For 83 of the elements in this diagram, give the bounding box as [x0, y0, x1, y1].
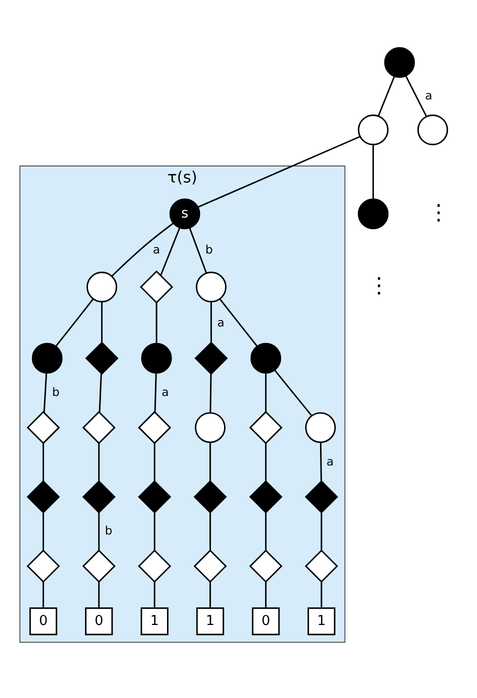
- node-circle: [194, 412, 226, 443]
- connector: [265, 582, 267, 608]
- connector: [111, 222, 174, 277]
- connector: [101, 302, 103, 342]
- node-diamond: [82, 480, 116, 514]
- node-circle: [384, 47, 415, 78]
- connector: [209, 582, 211, 608]
- label: ⋮: [428, 200, 450, 226]
- connector: [320, 512, 322, 550]
- connector: [209, 442, 211, 482]
- connector: [42, 512, 44, 550]
- connector: [154, 512, 156, 550]
- edge-label: b: [104, 524, 112, 538]
- node-box: 0: [252, 607, 280, 636]
- connector: [98, 443, 100, 481]
- connector: [56, 298, 94, 346]
- edge-label: b: [52, 384, 60, 399]
- node-circle: [358, 198, 389, 230]
- node-box: 1: [308, 607, 336, 636]
- node-diamond: [26, 480, 60, 514]
- node-box: 0: [85, 607, 113, 636]
- connector: [210, 374, 212, 413]
- node-circle: [86, 272, 118, 302]
- connector: [265, 512, 267, 550]
- node-diamond: [249, 550, 282, 583]
- connector: [160, 228, 180, 276]
- node-diamond: [304, 480, 338, 514]
- connector: [198, 136, 360, 208]
- connector: [265, 373, 267, 412]
- edge-label: a: [326, 454, 334, 468]
- connector: [156, 302, 158, 344]
- node-diamond: [249, 410, 282, 444]
- connector: [98, 512, 100, 550]
- edge-label: a: [425, 88, 432, 102]
- node-diamond: [140, 270, 174, 304]
- connector: [405, 75, 427, 117]
- node-diamond: [194, 550, 227, 583]
- edge-label: b: [205, 242, 213, 256]
- node-circle: [32, 342, 63, 374]
- node-diamond: [85, 342, 119, 375]
- node-diamond: [249, 480, 282, 514]
- connector: [154, 582, 156, 608]
- connector: [274, 370, 312, 416]
- connector: [372, 144, 374, 200]
- node-circle: [141, 342, 172, 374]
- connector: [219, 298, 258, 346]
- node-diamond: [138, 410, 172, 444]
- connector: [42, 582, 44, 608]
- edge-label: a: [152, 242, 160, 256]
- node-box: 1: [196, 607, 224, 636]
- connector: [320, 582, 322, 608]
- connector: [188, 228, 208, 274]
- node-circle: [417, 114, 448, 146]
- node-diamond: [194, 480, 227, 514]
- node-diamond: [82, 550, 116, 583]
- node-circle: s: [169, 198, 200, 230]
- connector: [320, 442, 322, 482]
- connector: [42, 443, 44, 481]
- connector: [378, 76, 396, 116]
- node-circle: [358, 114, 389, 146]
- edge-label: a: [217, 316, 224, 330]
- connector: [98, 374, 102, 412]
- node-box: 0: [29, 607, 58, 636]
- node-circle: [196, 272, 227, 302]
- node-diamond: [82, 410, 116, 444]
- node-diamond: [26, 550, 60, 583]
- node-circle: [305, 412, 336, 443]
- node-box: 1: [140, 607, 168, 636]
- label: ⋮: [368, 273, 390, 298]
- connector: [154, 373, 157, 412]
- node-diamond: [26, 410, 60, 444]
- connector: [210, 302, 212, 342]
- node-diamond: [304, 550, 338, 583]
- connector: [154, 443, 156, 481]
- connector: [43, 373, 48, 413]
- connector: [98, 582, 100, 608]
- connector: [265, 443, 267, 481]
- connector: [209, 512, 211, 550]
- node-diamond: [194, 342, 228, 375]
- node-circle: [250, 342, 282, 374]
- edge-label: a: [162, 384, 169, 399]
- node-diamond: [138, 480, 172, 514]
- node-diamond: [138, 550, 172, 583]
